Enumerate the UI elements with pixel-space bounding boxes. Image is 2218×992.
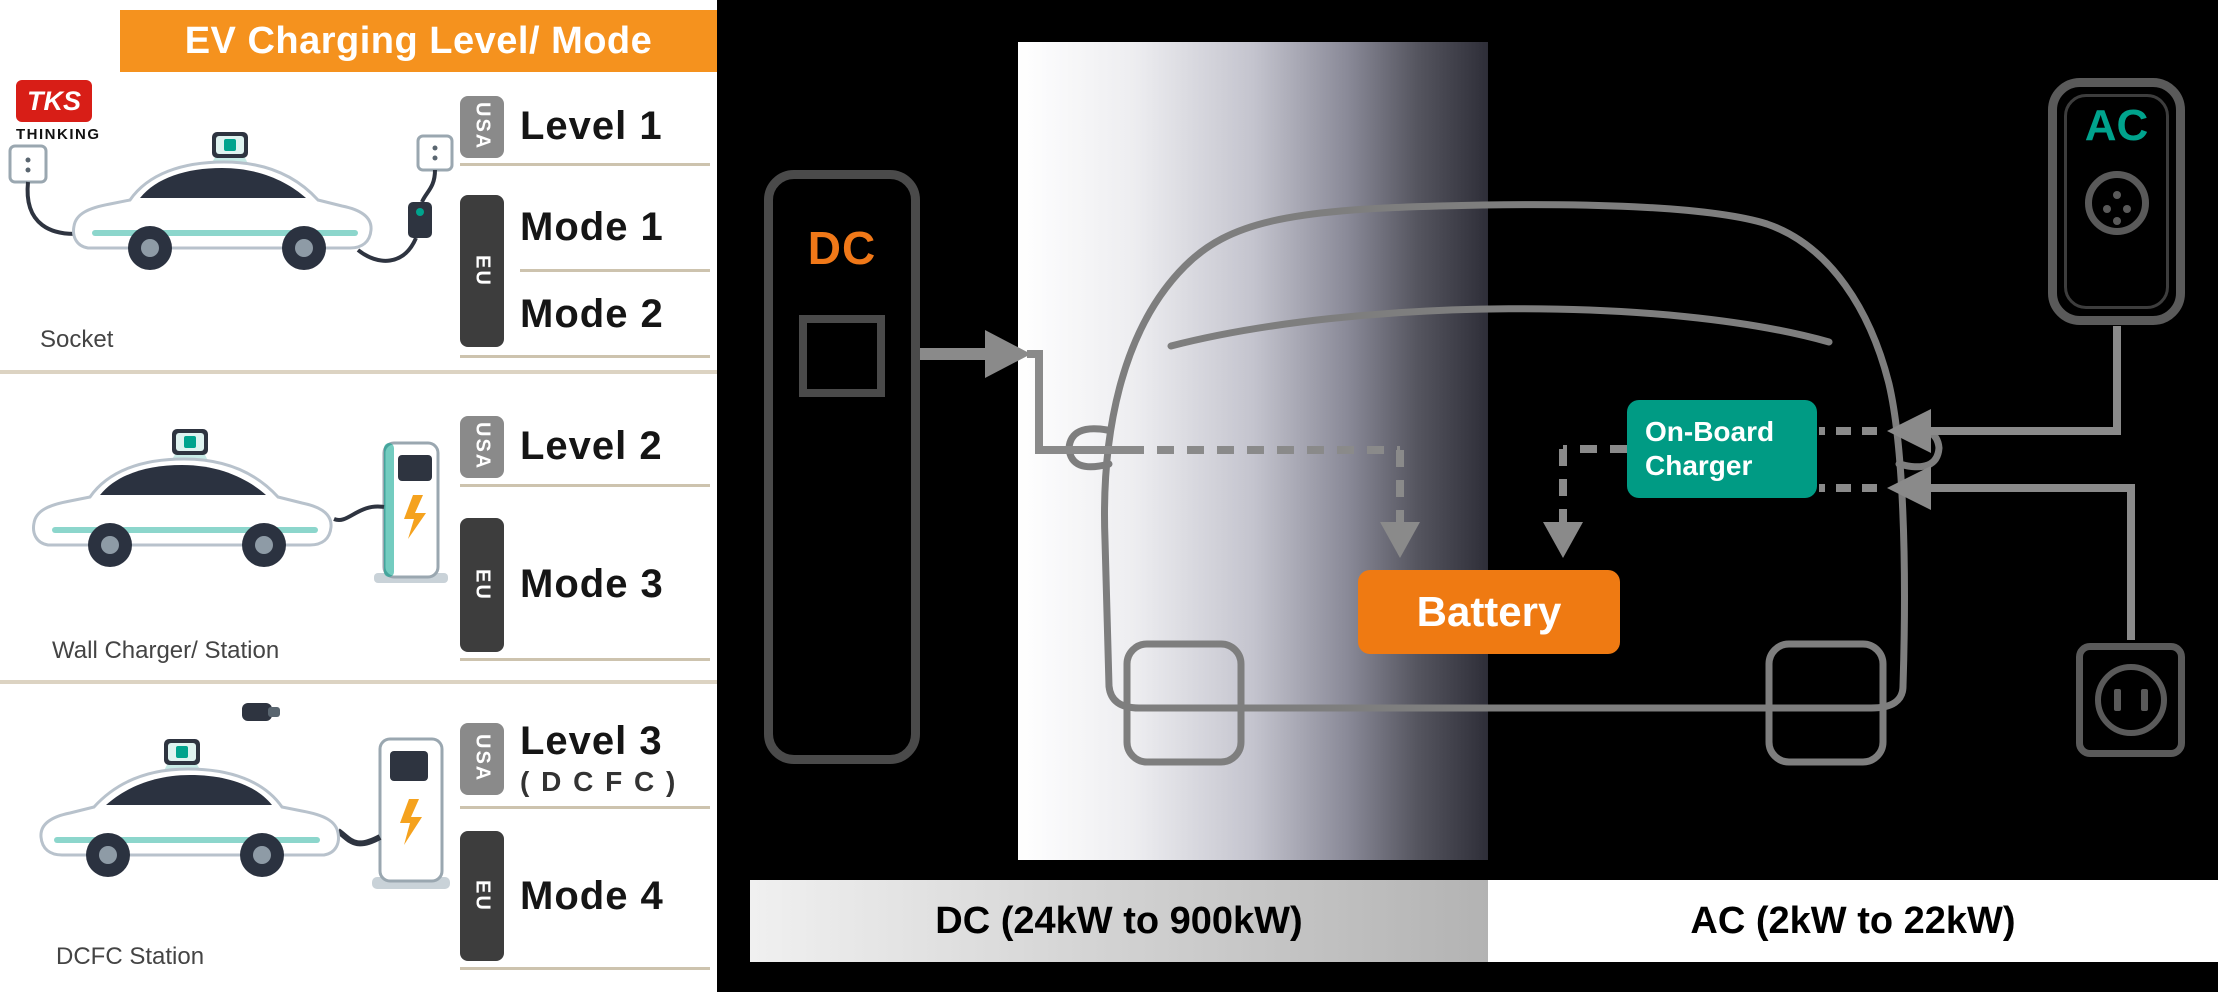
mode-label: Mode 2: [520, 291, 664, 336]
power-outlet-icon: [2094, 664, 2167, 736]
usa-level-row: USA Level 1: [460, 90, 710, 166]
labels-dcfc: USA Level 3 ( D C F C ) EU Mode 4: [460, 685, 710, 970]
battery-box: Battery: [1358, 570, 1620, 654]
dc-charging-cable: [336, 828, 382, 847]
flow-arrow-icons: [985, 330, 1931, 558]
power-flow-lines: [920, 201, 2135, 766]
dc-power-bar: DC (24kW to 900kW): [750, 880, 1488, 962]
level-label: Level 1: [520, 104, 663, 148]
dcfc-illustration: [39, 703, 450, 889]
ac-wallbox-label: AC: [2084, 101, 2149, 150]
ac-wallbox-face: [2064, 94, 2169, 309]
ev-car-icon: [39, 737, 340, 879]
usa-badge: USA: [460, 722, 504, 795]
ev-car-icon: [72, 130, 373, 272]
dc-station-port: [799, 315, 885, 397]
eu-modes-row: EU Mode 3: [460, 511, 710, 661]
lightning-icon: [404, 495, 426, 539]
dc-station-label: DC: [807, 222, 877, 274]
charging-cable: [420, 169, 437, 203]
tks-logo: TKS: [16, 80, 92, 122]
wall-socket-icon: [8, 144, 48, 184]
section-divider: [0, 370, 717, 374]
section-wall-charger: Wall Charger/ Station USA Level 2 EU Mod…: [0, 375, 717, 680]
charging-gun-icon: [242, 703, 272, 721]
eu-badge: EU: [460, 194, 504, 347]
wall-socket-icon: [416, 134, 454, 172]
dc-charging-station: DC: [764, 170, 920, 764]
tks-logo-subtext: THINKING: [16, 126, 101, 143]
usa-badge: USA: [460, 95, 504, 158]
ev-car-icon: [32, 427, 333, 569]
eu-modes-row: EU Mode 4: [460, 825, 710, 970]
mode-label: Mode 1: [520, 204, 664, 249]
obc-label-line1: On-Board: [1645, 416, 1775, 448]
charging-levels-panel: EV Charging Level/ Mode TKS THINKING Soc…: [0, 0, 717, 992]
charging-cable: [333, 504, 385, 523]
wall-charger-illustration: [32, 427, 448, 583]
ac-power-bar: AC (2kW to 22kW): [1488, 880, 2218, 962]
usa-badge: USA: [460, 415, 504, 478]
onboard-charger-box: On-Board Charger: [1627, 400, 1817, 498]
wall-outlet: [2076, 643, 2185, 757]
section-dcfc: DCFC Station USA Level 3 ( D C F C ) EU …: [0, 685, 717, 992]
eu-badge: EU: [460, 517, 504, 652]
section-caption: Socket: [40, 326, 114, 353]
eu-badge: EU: [460, 831, 504, 961]
usa-level-row: USA Level 3 ( D C F C ): [460, 711, 710, 809]
usa-level-row: USA Level 2: [460, 409, 710, 487]
level-label: Level 2: [520, 424, 663, 468]
charging-cable: [356, 237, 418, 263]
labels-wall-charger: USA Level 2 EU Mode 3: [460, 375, 710, 661]
socket-charging-illustration: [8, 130, 454, 272]
section-caption: DCFC Station: [56, 943, 205, 970]
eu-modes-row: EU Mode 1 Mode 2: [460, 186, 710, 358]
section-divider: [0, 680, 717, 684]
mode-label: Mode 3: [520, 562, 664, 606]
lightning-icon: [400, 799, 422, 845]
type2-socket-icon: [2084, 171, 2149, 235]
row-separator: [520, 269, 710, 272]
labels-socket: USA Level 1 EU Mode 1 Mode 2: [460, 78, 710, 358]
panel-title: EV Charging Level/ Mode: [120, 10, 717, 72]
charging-flow-diagram: DC Battery On-Board Charger AC DC (24kW …: [717, 0, 2218, 992]
ac-wallbox: AC: [2048, 78, 2185, 325]
section-caption: Wall Charger/ Station: [52, 637, 280, 664]
portable-evse-icon: [408, 202, 432, 238]
level-sublabel: ( D C F C ): [520, 766, 678, 797]
level-label: Level 3: [520, 719, 663, 763]
mode-label: Mode 4: [520, 873, 664, 918]
obc-label-line2: Charger: [1645, 450, 1753, 481]
section-socket: Socket USA Level 1 EU Mode 1 Mode 2: [0, 78, 717, 370]
